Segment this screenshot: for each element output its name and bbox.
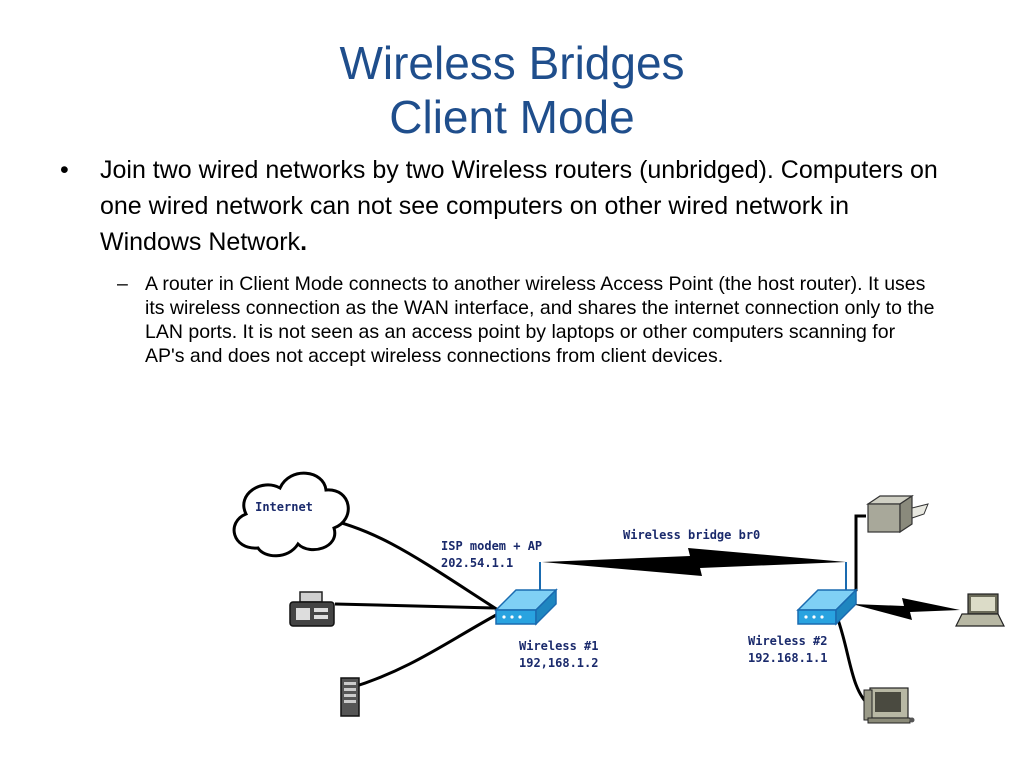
router-2-icon xyxy=(796,588,858,626)
router-2-name-label: Wireless #2 xyxy=(748,634,827,648)
router-1-icon xyxy=(494,588,558,626)
router-2-ip-label: 192.168.1.1 xyxy=(748,651,827,665)
wireless-bridge-bolt-icon xyxy=(542,548,846,576)
laptop-icon xyxy=(955,593,1005,627)
server-tower-icon xyxy=(340,677,360,717)
cable-fax xyxy=(334,602,495,610)
antennas xyxy=(539,562,847,590)
router-1-name-label: Wireless #1 xyxy=(519,639,598,653)
cable-server xyxy=(349,612,499,690)
printer-icon xyxy=(866,494,929,534)
title-line-1: Wireless Bridges xyxy=(339,37,685,89)
router-1-ip-label: 192,168.1.2 xyxy=(519,656,598,670)
title-line-2: Client Mode xyxy=(389,91,635,143)
desktop-computer-icon xyxy=(863,687,915,724)
cables xyxy=(321,514,871,708)
isp-ip-label: 202.54.1.1 xyxy=(441,556,513,570)
bullet-text-period: . xyxy=(300,228,308,256)
cloud-icon: Internet xyxy=(232,471,350,558)
slide-title: Wireless Bridges Client Mode xyxy=(0,36,1024,144)
bridge-label: Wireless bridge br0 xyxy=(623,528,760,542)
isp-modem-label: ISP modem + AP xyxy=(441,539,542,553)
bullet-text: Join two wired networks by two Wireless … xyxy=(100,152,950,260)
internet-label: Internet xyxy=(255,500,313,514)
bullet-text-body: Join two wired networks by two Wireless … xyxy=(100,156,938,256)
fax-icon xyxy=(289,591,335,627)
sub-bullet-text: A router in Client Mode connects to anot… xyxy=(145,273,935,367)
sub-bullet-marker: – xyxy=(117,273,128,295)
laptop-wireless-bolt-icon xyxy=(852,598,960,620)
cable-printer xyxy=(837,514,866,600)
bullet-marker: • xyxy=(60,156,69,184)
